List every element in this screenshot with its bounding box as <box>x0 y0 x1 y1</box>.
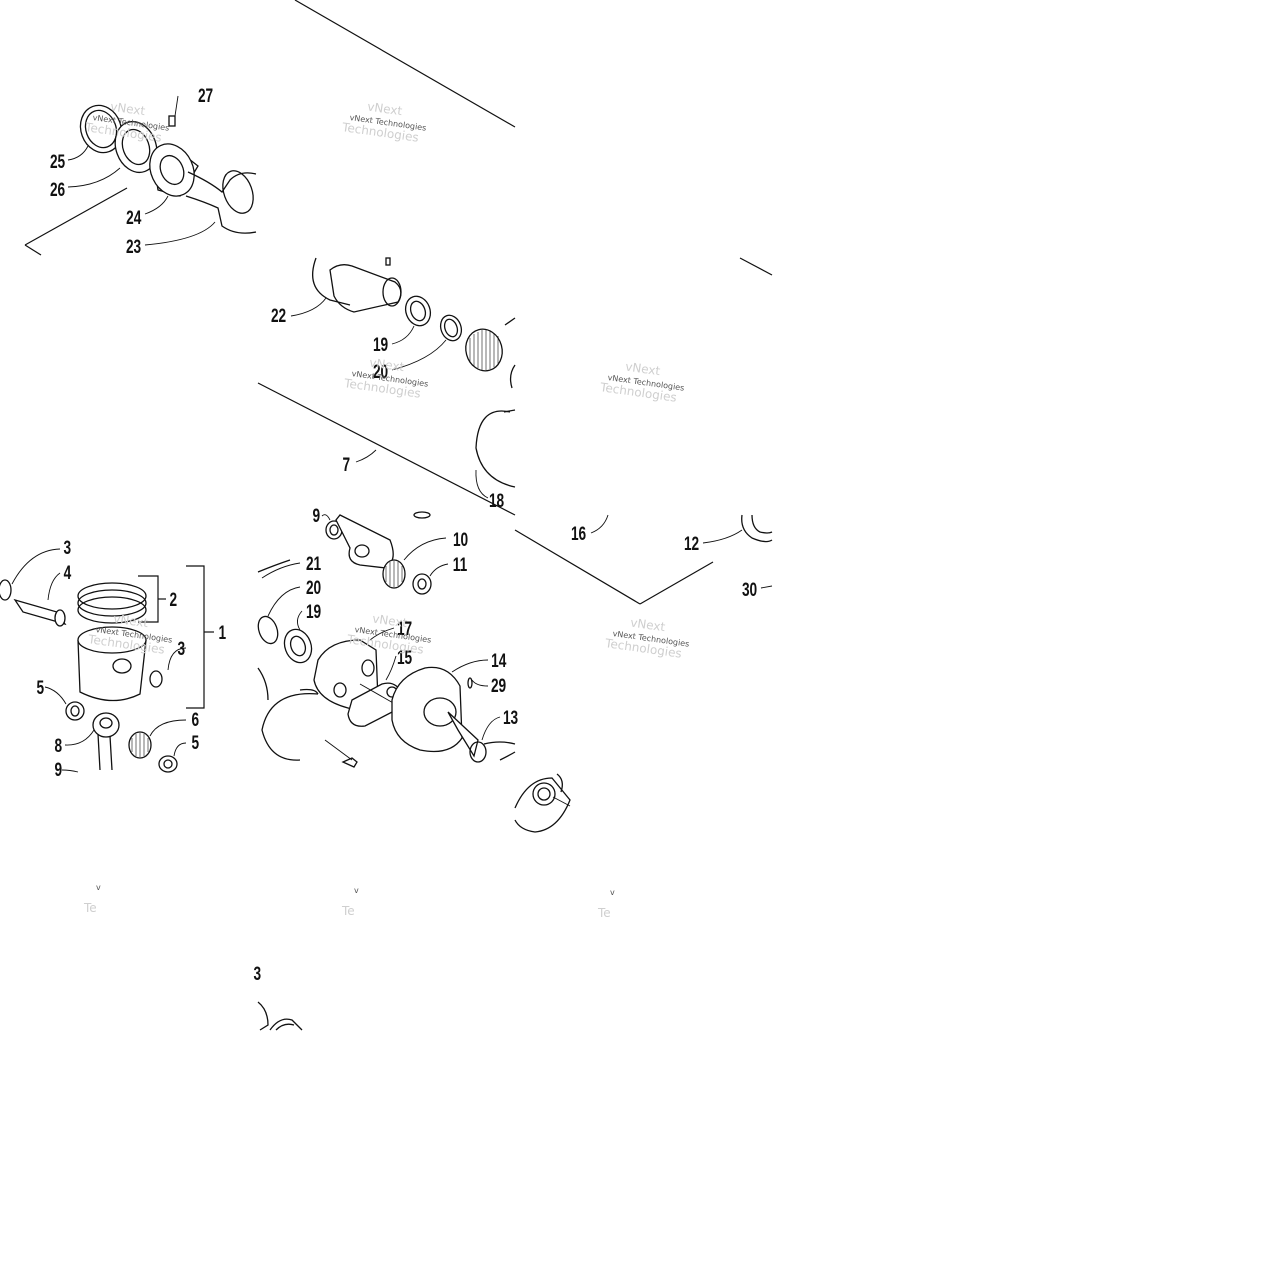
bottom-fragment <box>257 1001 303 1031</box>
watermark-5: vNext vNext Technologies Technologies <box>86 611 173 656</box>
callout-26: 26 <box>50 179 65 201</box>
svg-text:vNext: vNext <box>368 355 405 374</box>
callout-5b: 5 <box>191 732 199 754</box>
crankshaft-end-assembly <box>79 95 257 234</box>
callout-11: 11 <box>453 554 467 576</box>
callout-18: 18 <box>489 490 504 512</box>
watermark-fragment-2: v Te <box>341 886 359 918</box>
svg-text:vNext: vNext <box>371 611 408 630</box>
svg-text:vNext: vNext <box>366 99 403 118</box>
callout-24: 24 <box>126 207 142 229</box>
connecting-rod-and-crank <box>257 511 571 833</box>
callout-3b: 3 <box>177 638 185 660</box>
watermark-1: vNext vNext Technologies Technologies <box>83 99 170 144</box>
callout-19a: 19 <box>373 334 388 356</box>
callout-5a: 5 <box>36 677 44 699</box>
callout-9b: 9 <box>312 505 320 527</box>
callout-25: 25 <box>50 151 65 173</box>
svg-text:Te: Te <box>597 906 611 920</box>
callout-14: 14 <box>491 650 507 672</box>
bearing-right <box>741 514 773 543</box>
callout-13: 13 <box>503 707 518 729</box>
callout-3c: 3 <box>253 963 261 985</box>
callout-16: 16 <box>571 523 586 545</box>
watermark-7: vNext vNext Technologies Technologies <box>603 615 690 660</box>
watermark-4: vNext vNext Technologies Technologies <box>598 359 685 404</box>
callout-8: 8 <box>54 735 62 757</box>
callout-7: 7 <box>342 454 350 476</box>
callout-12: 12 <box>684 533 699 555</box>
callout-4: 4 <box>64 562 72 584</box>
callout-1: 1 <box>218 622 226 644</box>
leader-lines <box>11 145 773 773</box>
svg-text:Te: Te <box>341 904 355 918</box>
svg-text:v: v <box>96 883 101 892</box>
callout-21: 21 <box>306 553 321 575</box>
watermark-fragment-1: v Te <box>83 883 101 915</box>
svg-text:v: v <box>354 886 359 895</box>
crank-half-upper <box>312 257 516 488</box>
callout-29: 29 <box>491 675 506 697</box>
watermark-3: vNext vNext Technologies Technologies <box>342 355 429 400</box>
callout-23: 23 <box>126 236 141 258</box>
callout-9a: 9 <box>54 759 62 781</box>
callout-10: 10 <box>453 529 468 551</box>
piston-assembly <box>0 565 214 773</box>
callout-3a: 3 <box>63 537 71 559</box>
callout-19b: 19 <box>306 601 321 623</box>
callout-27: 27 <box>198 85 213 107</box>
callout-30: 30 <box>742 579 757 601</box>
callout-labels: 27 25 26 24 23 22 19 20 7 18 16 12 30 3 … <box>36 85 757 985</box>
watermarks: vNext vNext Technologies Technologies vN… <box>83 99 690 920</box>
svg-text:Te: Te <box>83 901 97 915</box>
svg-text:v: v <box>610 888 615 897</box>
callout-15: 15 <box>397 647 412 669</box>
svg-text:vNext: vNext <box>112 611 149 630</box>
svg-text:vNext: vNext <box>109 99 146 118</box>
callout-17: 17 <box>397 618 412 640</box>
callout-20b: 20 <box>306 577 321 599</box>
callout-2: 2 <box>169 589 177 611</box>
callout-6: 6 <box>191 709 199 731</box>
watermark-2: vNext vNext Technologies Technologies <box>340 99 427 144</box>
section-lines <box>24 0 773 605</box>
callout-22: 22 <box>271 305 286 327</box>
svg-text:vNext: vNext <box>624 359 661 378</box>
callout-20a: 20 <box>373 361 388 383</box>
watermark-fragment-3: v Te <box>597 888 615 920</box>
svg-text:vNext: vNext <box>629 615 666 634</box>
